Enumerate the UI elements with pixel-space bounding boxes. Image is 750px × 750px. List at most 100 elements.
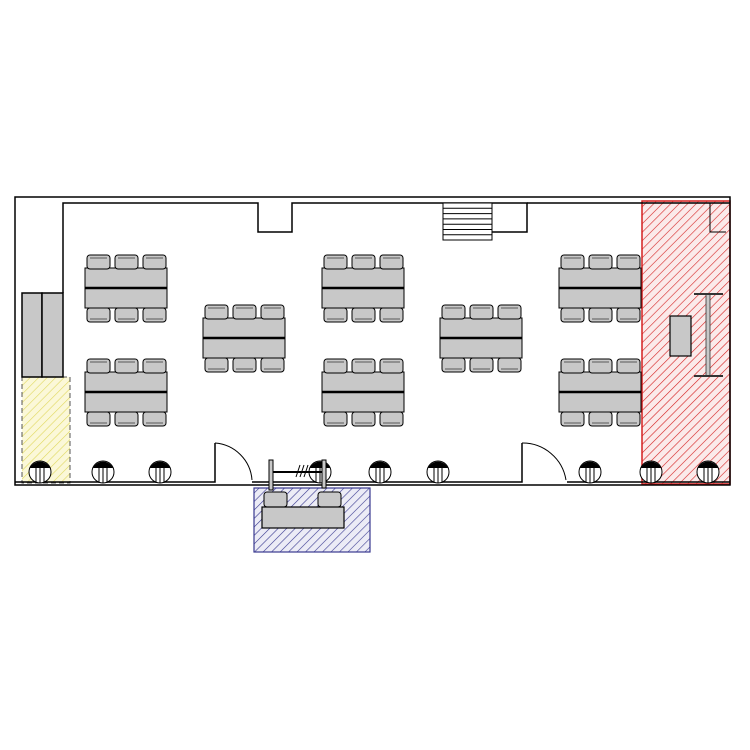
chair-seat (114, 254, 139, 270)
chair (114, 358, 139, 374)
chair-seat (232, 357, 257, 373)
stage-notch (709, 203, 726, 233)
break-mark (295, 464, 301, 478)
chair-seat (351, 307, 376, 323)
chair-seat (86, 254, 111, 270)
table-group (558, 371, 642, 413)
chair (86, 254, 111, 270)
reception-chair (317, 491, 342, 508)
fixture-top (698, 461, 718, 468)
chair (86, 307, 111, 323)
chair (232, 304, 257, 320)
chair (232, 357, 257, 373)
chair-seat (588, 411, 613, 427)
lectern (669, 315, 692, 357)
fixture-top (93, 461, 113, 468)
chair (588, 411, 613, 427)
chair (204, 357, 229, 373)
chair-seat (142, 254, 167, 270)
chair (379, 411, 404, 427)
table-group (202, 317, 286, 359)
table-group (439, 317, 523, 359)
reception-chair (263, 491, 288, 508)
chair (323, 307, 348, 323)
chair-seat (469, 304, 494, 320)
chair (588, 358, 613, 374)
chair-seat (588, 254, 613, 270)
table-group (321, 267, 405, 309)
chair-seat (616, 358, 641, 374)
chair-seat (497, 357, 522, 373)
chair (114, 254, 139, 270)
chair (379, 358, 404, 374)
inner-wall-bottom-left (15, 443, 216, 483)
chair-seat (616, 411, 641, 427)
break-mark (303, 464, 309, 478)
chair-seat (379, 358, 404, 374)
chair (616, 307, 641, 323)
door-swing-right (521, 442, 567, 481)
chair-seat (560, 411, 585, 427)
chair (469, 304, 494, 320)
table-group (84, 371, 168, 413)
table-group (84, 267, 168, 309)
chair (351, 254, 376, 270)
chair (588, 254, 613, 270)
chair-seat (86, 358, 111, 374)
chair-seat (560, 358, 585, 374)
chair (616, 358, 641, 374)
chair (204, 304, 229, 320)
chair-seat (588, 358, 613, 374)
cabinet (21, 292, 43, 378)
chair-seat (86, 307, 111, 323)
chair-seat (114, 411, 139, 427)
chair-seat (323, 307, 348, 323)
chair-seat (469, 357, 494, 373)
chair-seat (379, 254, 404, 270)
chair (260, 304, 285, 320)
chair-seat (441, 357, 466, 373)
chair (351, 358, 376, 374)
chair-seat (616, 307, 641, 323)
chair (86, 358, 111, 374)
chair-seat (323, 254, 348, 270)
table-group (558, 267, 642, 309)
chair-seat (351, 254, 376, 270)
fixture-top (370, 461, 390, 468)
table-group (321, 371, 405, 413)
chair-seat (616, 254, 641, 270)
chair (616, 411, 641, 427)
gate-post (268, 459, 274, 491)
wall-fixture (28, 460, 52, 484)
fixture-top (428, 461, 448, 468)
chair-seat (142, 358, 167, 374)
chair (260, 357, 285, 373)
chair (469, 357, 494, 373)
door-swing-left (214, 442, 253, 481)
chair (616, 254, 641, 270)
chair-seat (260, 357, 285, 373)
chair-seat (142, 411, 167, 427)
chair (86, 411, 111, 427)
stairs (442, 202, 493, 241)
chair (560, 358, 585, 374)
chair (142, 307, 167, 323)
wall-fixture (696, 460, 720, 484)
chair-seat (379, 307, 404, 323)
chair (560, 411, 585, 427)
chair (560, 307, 585, 323)
break-mark (299, 464, 305, 478)
gate-post (321, 459, 327, 489)
inner-wall-bottom-mid (252, 443, 523, 483)
chair-seat (114, 358, 139, 374)
chair-seat (323, 358, 348, 374)
chair-seat (379, 411, 404, 427)
fixture-top (641, 461, 661, 468)
chair (441, 357, 466, 373)
chair (142, 358, 167, 374)
chair-seat (351, 358, 376, 374)
chair-seat (323, 411, 348, 427)
reception-desk (261, 506, 345, 529)
chair-seat (560, 254, 585, 270)
